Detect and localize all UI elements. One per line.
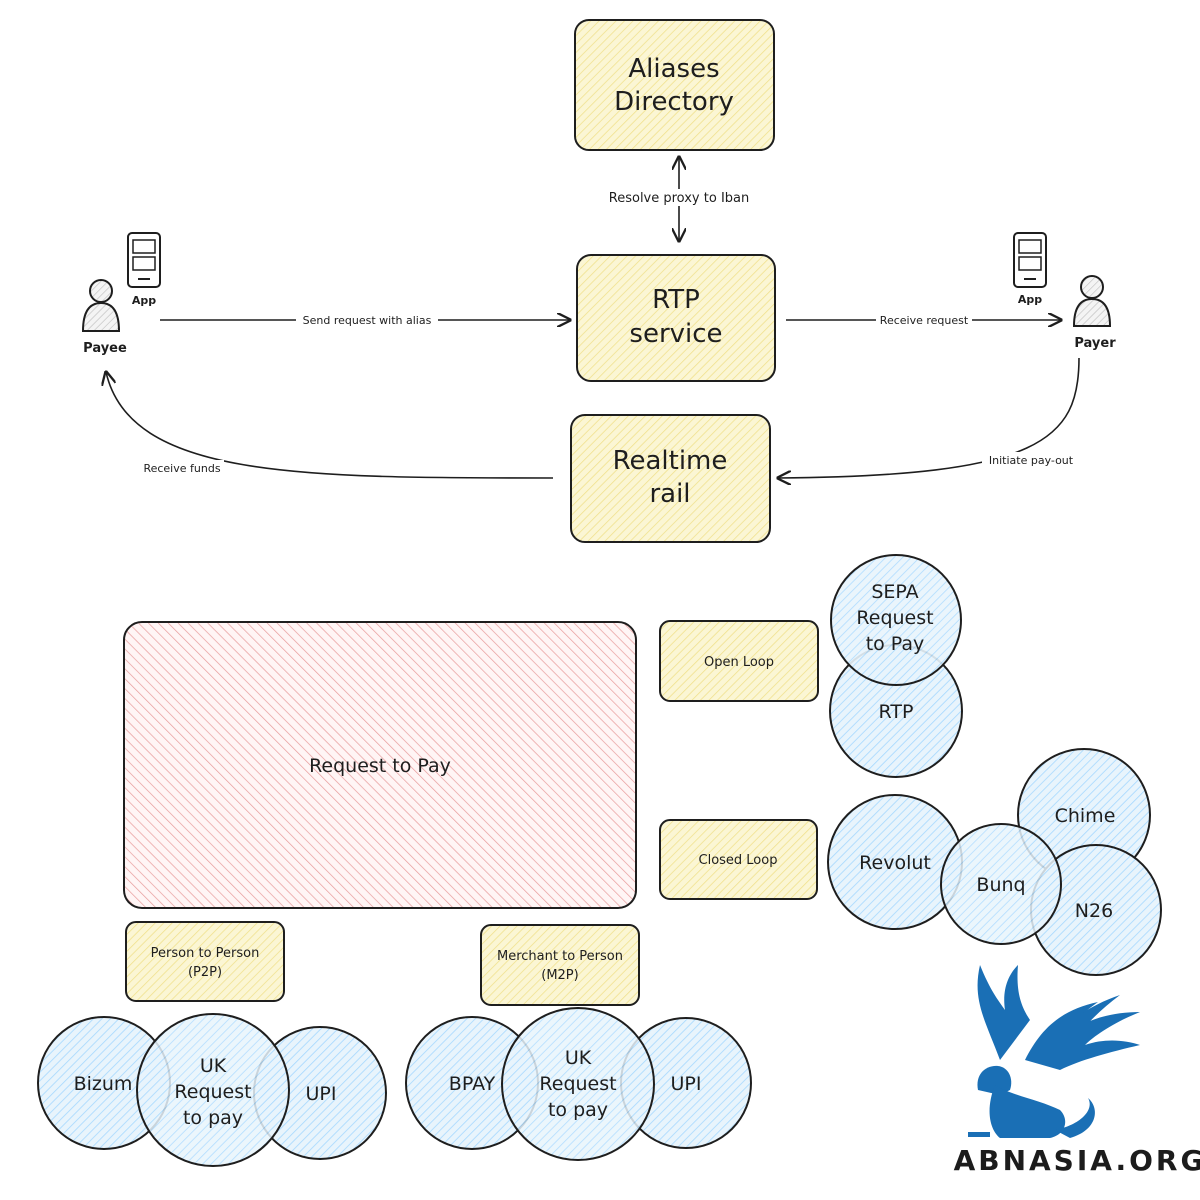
p2p-uk-line1: UK [200,1055,227,1077]
m2p-line1: Merchant to Person [497,949,623,964]
aliases-directory-line1: Aliases [628,54,719,84]
p2p-box: Person to Person (P2P) [125,921,285,1002]
open-loop-label: Open Loop [704,655,774,670]
initiate-payout-arrow [778,357,1080,478]
revolut-label: Revolut [859,852,931,874]
aliases-directory-box: Aliases Directory [574,19,775,151]
logo-text: ABNASIA.ORG [954,1144,1200,1177]
closed-loop-box: Closed Loop [659,819,818,900]
payee-label: Payee [83,341,127,356]
griffin-icon [968,965,1140,1138]
request-to-pay-box: Request to Pay [123,621,637,909]
receive-funds-label: Receive funds [143,462,220,475]
bunq-circle: Bunq [940,823,1062,945]
abnasia-logo: ABNASIA.ORG [954,965,1200,1177]
p2p-uk-circle: UK Request to pay [136,1013,290,1167]
payer-phone-icon [1013,232,1047,288]
bizum-circle: Bizum [37,1016,171,1150]
receive-request-label: Receive request [880,314,969,327]
p2p-line1: Person to Person [151,946,260,961]
p2p-upi-label: UPI [306,1083,337,1105]
bizum-label: Bizum [74,1073,133,1095]
bunq-label: Bunq [976,874,1025,896]
resolve-label: Resolve proxy to Iban [609,191,749,206]
rtp-circle-label: RTP [879,701,914,723]
sepa-line3: to Pay [866,633,925,655]
sepa-line1: SEPA [871,581,918,603]
p2p-line2: (P2P) [188,965,222,980]
payer-label: Payer [1074,336,1116,351]
m2p-uk-line2: Request [539,1073,616,1095]
m2p-uk-circle: UK Request to pay [501,1007,655,1161]
payer-person-icon [1072,275,1112,327]
realtime-rail-line2: rail [649,479,690,509]
m2p-upi-circle: UPI [620,1017,752,1149]
p2p-uk-line2: Request [174,1081,251,1103]
rtp-service-line2: service [629,319,722,349]
chime-label: Chime [1055,805,1116,827]
m2p-box: Merchant to Person (M2P) [480,924,640,1006]
payee-person-icon [81,279,121,332]
request-to-pay-label: Request to Pay [309,755,451,777]
realtime-rail-box: Realtime rail [570,414,771,543]
n26-label: N26 [1075,900,1113,922]
m2p-uk-line3: to pay [548,1099,608,1121]
sepa-line2: Request [856,607,933,629]
payer-actor: App Payer [1013,232,1116,351]
m2p-upi-label: UPI [671,1073,702,1095]
sepa-circle: SEPA Request to Pay [830,554,962,686]
payer-app-label: App [1018,293,1042,306]
send-request-label: Send request with alias [303,314,432,327]
bpay-circle: BPAY [405,1016,539,1150]
aliases-directory-line2: Directory [614,87,734,117]
bpay-label: BPAY [449,1073,496,1095]
revolut-circle: Revolut [827,794,963,930]
payee-actor: App Payee [81,232,161,356]
p2p-uk-line3: to pay [183,1107,243,1129]
payee-app-label: App [132,294,156,307]
payee-phone-icon [127,232,161,288]
m2p-uk-line1: UK [565,1047,592,1069]
closed-loop-label: Closed Loop [699,853,778,868]
receive-funds-arrow [106,372,554,479]
open-loop-box: Open Loop [659,620,819,702]
rtp-service-line1: RTP [652,285,700,315]
realtime-rail-line1: Realtime [613,446,728,476]
m2p-line2: (M2P) [541,968,578,983]
rtp-service-box: RTP service [576,254,776,382]
initiate-payout-label: Initiate pay-out [989,454,1074,467]
n26-circle: N26 [1030,844,1162,976]
